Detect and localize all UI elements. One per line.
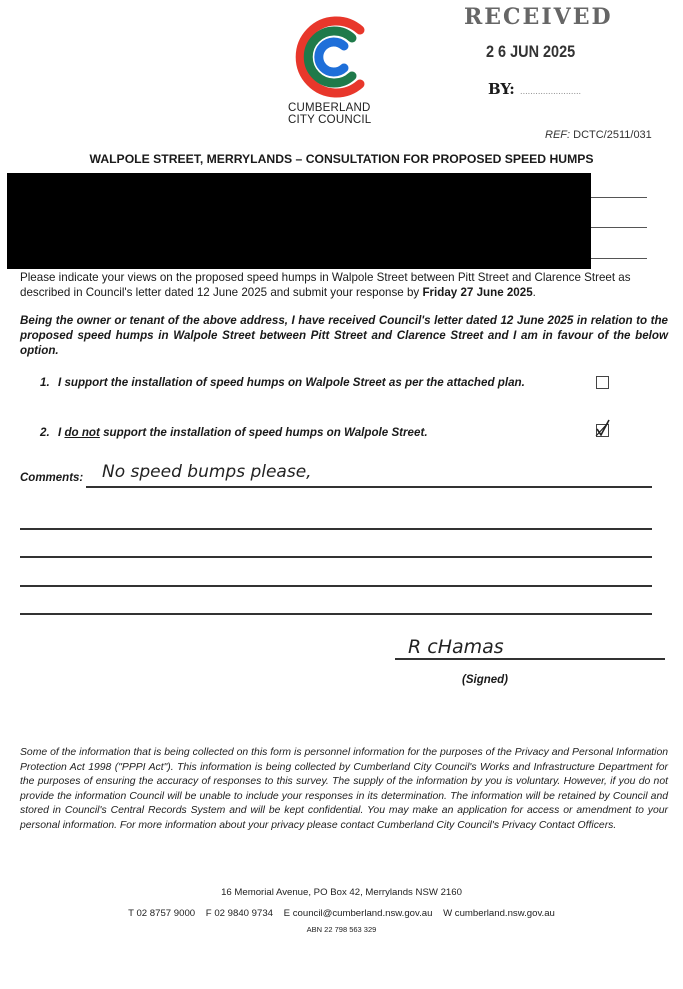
intro-text: Please indicate your views on the propos… [20, 271, 631, 299]
address-line [591, 227, 647, 228]
intro-end: . [532, 286, 536, 299]
option-2-checkbox[interactable] [595, 419, 610, 437]
comment-line [86, 486, 652, 488]
council-name: CUMBERLAND CITY COUNCIL [288, 102, 371, 126]
stamp-by: BY: ........................ [488, 80, 582, 98]
comments-value[interactable]: No speed bumps please, [102, 462, 312, 482]
option-text: I [58, 426, 65, 439]
deadline: Friday 27 June 2025 [422, 286, 533, 299]
org-line-2: CITY COUNCIL [288, 114, 372, 126]
signed-label: (Signed) [462, 674, 508, 686]
comment-line [20, 585, 652, 587]
stamp-by-label: BY: [488, 80, 515, 98]
option-number: 1. [40, 376, 50, 389]
option-1-checkbox[interactable] [596, 376, 609, 389]
received-stamp: RECEIVED 2 6 JUN 2025 [462, 4, 618, 68]
option-text: support the installation of speed humps … [99, 426, 428, 439]
check-mark-icon [595, 419, 610, 437]
ref-label: REF: [545, 129, 571, 141]
address-line [591, 197, 647, 198]
comment-line [20, 528, 652, 530]
signature: R cHamas [408, 636, 504, 658]
declaration: Being the owner or tenant of the above a… [20, 314, 668, 357]
footer-abn: ABN 22 798 563 329 [306, 925, 377, 934]
option-1: 1. I support the installation of speed hu… [40, 376, 525, 389]
option-text: I support the installation of speed hump… [58, 376, 525, 389]
instructions: Please indicate your views on the propos… [20, 270, 665, 300]
footer-contact: T 02 8757 9000 F 02 9840 9734 E council@… [128, 908, 555, 919]
stamp-date: 2 6 JUN 2025 [486, 42, 576, 61]
option-2: 2. I do not support the installation of s… [40, 426, 428, 439]
address-line [591, 258, 647, 259]
option-number: 2. [40, 426, 50, 439]
privacy-notice: Some of the information that is being co… [20, 747, 668, 831]
option-emphasis: do not [64, 426, 100, 439]
ref-value: DCTC/2511/031 [573, 129, 652, 141]
comment-line [20, 613, 652, 615]
footer-address: 16 Memorial Avenue, PO Box 42, Merryland… [221, 887, 462, 898]
council-logo-icon [295, 16, 365, 98]
document-title: WALPOLE STREET, MERRYLANDS – CONSULTATIO… [89, 152, 594, 166]
comments-label: Comments: [20, 472, 84, 484]
signature-line [395, 658, 665, 660]
redacted-address [7, 173, 591, 269]
reference: REF: DCTC/2511/031 [545, 129, 652, 141]
stamp-received-text: RECEIVED [464, 4, 613, 30]
comment-line [20, 556, 652, 558]
org-line-1: CUMBERLAND [288, 102, 371, 114]
